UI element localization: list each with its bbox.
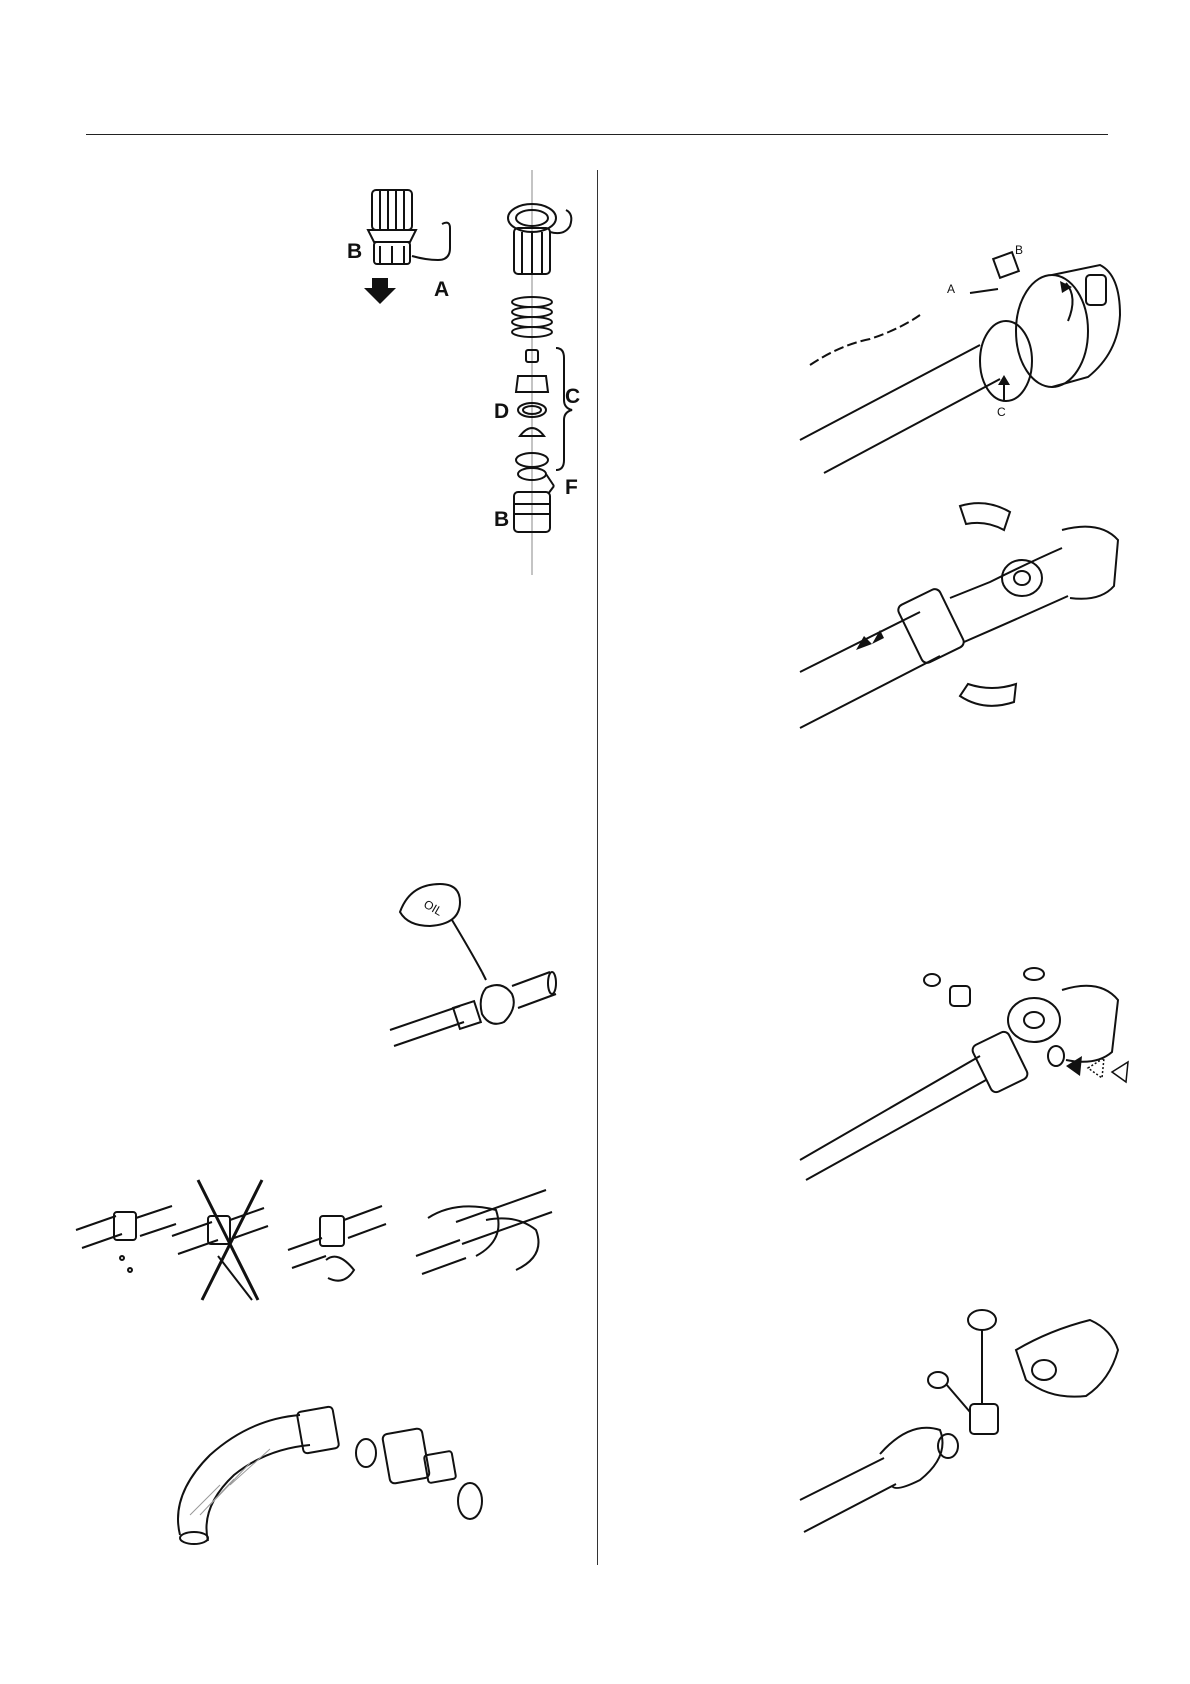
label-c: C bbox=[565, 385, 580, 409]
arrow-left-icon bbox=[856, 630, 884, 650]
label-d: D bbox=[494, 400, 509, 424]
figure-cross-bearing bbox=[800, 960, 1120, 1180]
oil-can-label: OIL bbox=[421, 897, 445, 919]
figure-oil-lubrication: OIL bbox=[400, 880, 580, 1080]
label-f: F bbox=[565, 476, 578, 500]
label-b: B bbox=[494, 508, 509, 532]
grease-arrow-icon bbox=[1112, 1062, 1128, 1082]
figure-fitting-tightening bbox=[76, 1160, 596, 1300]
arrow-down-icon bbox=[364, 278, 396, 304]
figure-universal-joint bbox=[800, 1310, 1120, 1550]
figure-pto-shield-removal bbox=[800, 235, 1120, 475]
label-b: B bbox=[1015, 243, 1023, 257]
label-c: C bbox=[997, 405, 1006, 419]
grease-arrow-icon bbox=[1066, 1056, 1082, 1076]
label-a: A bbox=[947, 282, 955, 296]
label-a: A bbox=[434, 278, 449, 302]
header-rule bbox=[86, 134, 1108, 135]
figure-hose-fittings bbox=[170, 1375, 500, 1555]
figure-shield-halves bbox=[800, 490, 1120, 740]
label-b: B bbox=[347, 240, 362, 264]
